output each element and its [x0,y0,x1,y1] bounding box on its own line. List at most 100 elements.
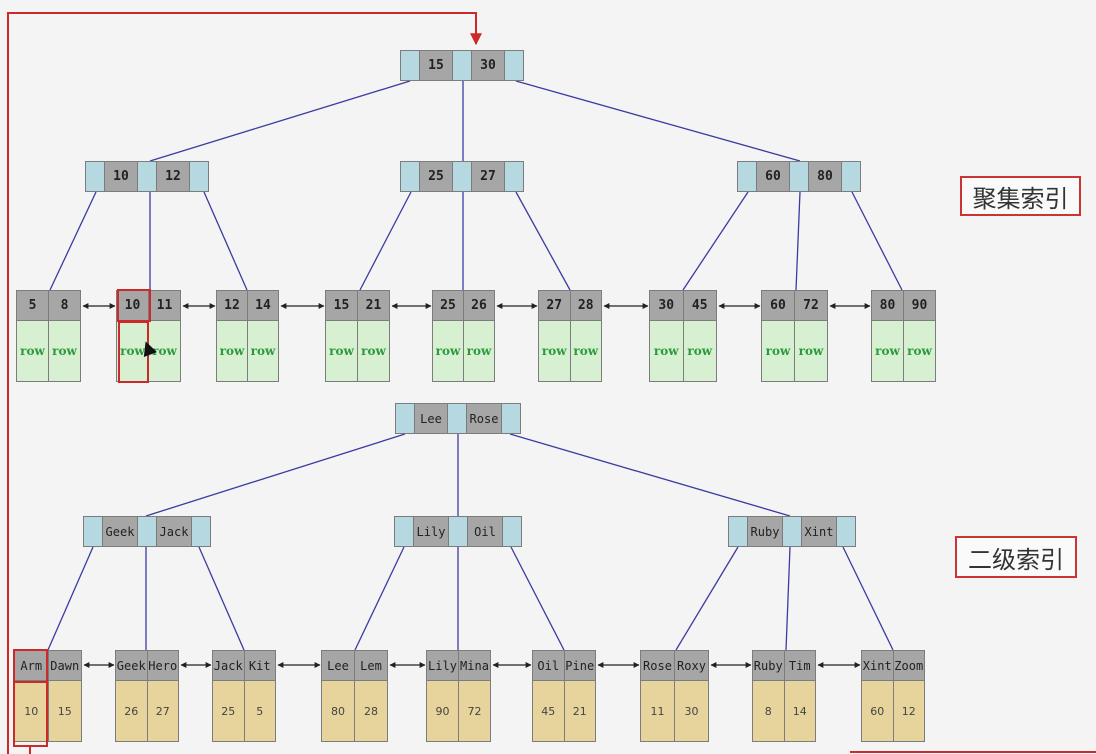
leaf-key: Tim [783,650,816,681]
node-key: 30 [471,50,505,81]
leaf-key: Ruby [752,650,785,681]
row-cell: row [16,320,49,382]
tree-edge [510,546,565,651]
primary-key-cell: 11 [640,680,675,742]
tree-edge [851,191,903,291]
pointer-cell [504,161,524,192]
leaf-key: 90 [903,290,936,321]
tree-edge [359,191,412,291]
row-cell: row [463,320,495,382]
tree-edge [149,80,411,162]
tree-edge [198,546,245,651]
tree-edge [515,80,801,162]
row-cell: row [216,320,248,382]
pointer-cell [447,403,467,434]
row-cell: row [761,320,795,382]
row-cell: row [148,320,181,382]
pointer-cell [502,516,522,547]
node-key: 25 [419,161,453,192]
tree-edge [47,546,94,651]
pointer-cell [394,516,414,547]
row-cell: row [247,320,279,382]
leaf-key: Kit [243,650,276,681]
primary-key-cell: 12 [892,680,925,742]
secondary-index-label: 二级索引 [955,536,1077,578]
pointer-cell [83,516,103,547]
clustered-root-node: 15 30 [400,50,524,81]
primary-key-cell: 15 [47,680,82,742]
leaf-key: Xint [861,650,894,681]
pointer-cell [836,516,856,547]
pointer-cell [448,516,468,547]
row-cell: row [357,320,390,382]
pointer-cell [782,516,802,547]
node-key: Jack [156,516,192,547]
lookup-path-arrow [7,12,482,754]
secondary-internal-node: Ruby Xint [728,516,856,547]
node-key: Lee [414,403,448,434]
node-key: Oil [467,516,503,547]
leaf-key: Lily [426,650,459,681]
node-key: 10 [104,161,138,192]
leaf-key: 72 [794,290,828,321]
row-cell: row [432,320,464,382]
secondary-internal-node: Lily Oil [394,516,522,547]
leaf-key: Mina [458,650,491,681]
primary-key-cell: 27 [146,680,179,742]
primary-key-cell: 10 [14,680,49,742]
tree-edge [795,191,801,291]
secondary-internal-node: Geek Jack [83,516,211,547]
leaf-key: 5 [16,290,49,321]
pointer-cell [85,161,105,192]
pointer-cell [737,161,757,192]
leaf-key: 11 [148,290,181,321]
node-key: 15 [419,50,453,81]
leaf-key: 60 [761,290,795,321]
primary-key-cell: 72 [458,680,491,742]
pointer-cell [395,403,415,434]
leaf-key: Geek [115,650,148,681]
row-cell: row [903,320,936,382]
row-cell: row [871,320,904,382]
leaf-key: 27 [538,290,571,321]
primary-key-cell: 90 [426,680,459,742]
primary-key-cell: 30 [674,680,709,742]
leaf-key: 12 [216,290,248,321]
node-key: 60 [756,161,790,192]
tree-edge [145,433,406,517]
clustered-internal-node: 60 80 [737,161,861,192]
pointer-cell [501,403,521,434]
pointer-cell [137,516,157,547]
tree-edge [785,546,791,651]
leaf-key: Roxy [674,650,709,681]
tree-edge [842,546,894,651]
leaf-key: 80 [871,290,904,321]
pointer-cell [841,161,861,192]
primary-key-cell: 5 [243,680,276,742]
pointer-cell [504,50,524,81]
tree-edge [515,191,571,291]
secondary-root-node: Lee Rose [395,403,521,434]
node-key: 27 [471,161,505,192]
tree-edge [509,433,791,517]
node-key: Geek [102,516,138,547]
leaf-key: Dawn [47,650,82,681]
row-cell: row [794,320,828,382]
leaf-key: 28 [569,290,602,321]
row-cell: row [569,320,602,382]
leaf-key: 30 [649,290,684,321]
pointer-cell [137,161,157,192]
leaf-key: Pine [563,650,596,681]
